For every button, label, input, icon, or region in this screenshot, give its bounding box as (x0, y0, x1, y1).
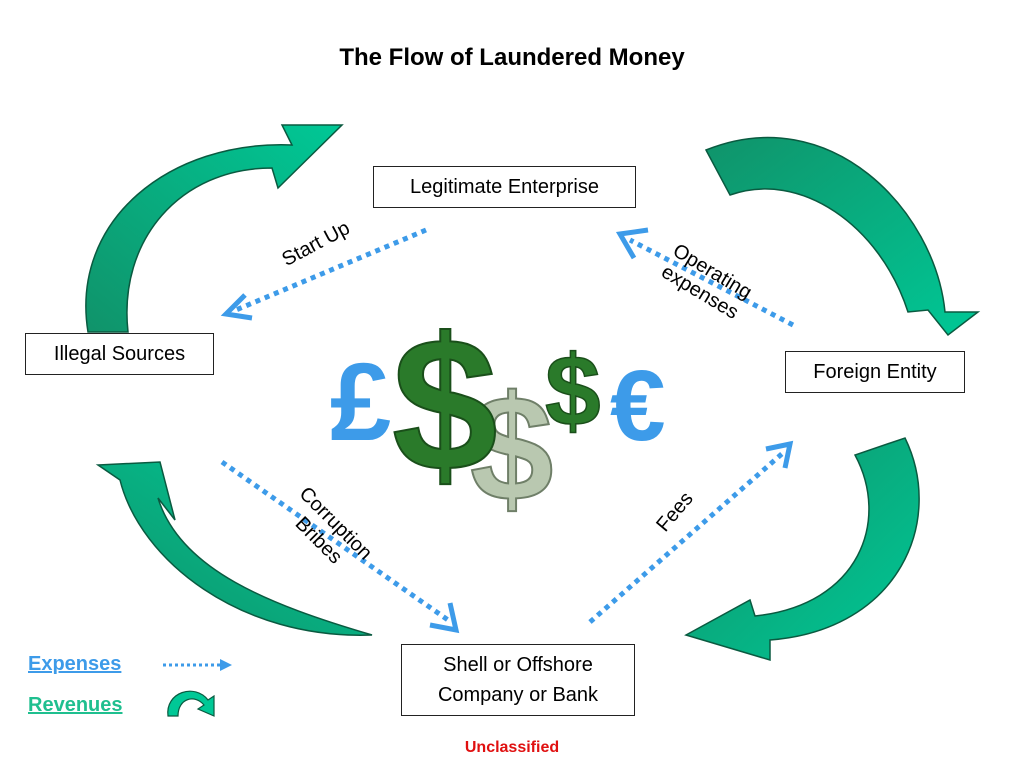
node-illegal-sources: Illegal Sources (25, 333, 214, 375)
node-label: Illegal Sources (53, 342, 186, 365)
dollar-shaded-icon: $ (470, 364, 553, 532)
node-shell-company: Shell or Offshore Company or Bank (401, 644, 635, 716)
node-label: Legitimate Enterprise (410, 175, 599, 198)
node-legitimate-enterprise: Legitimate Enterprise (373, 166, 636, 208)
revenue-arrow-top-left (85, 124, 344, 333)
pound-icon: £ (330, 341, 391, 464)
legend-revenue-icon (167, 690, 215, 717)
euro-icon: € (610, 350, 666, 462)
expense-arrow-corruption (220, 459, 460, 634)
revenue-arrow-top-right (704, 136, 981, 337)
revenue-arrow-bottom-right (684, 437, 920, 662)
node-foreign-entity: Foreign Entity (785, 351, 965, 393)
dollar-small-icon: $ (545, 335, 601, 447)
expense-arrow-operating (615, 227, 795, 328)
currency-cluster: £ $ $ $ € (330, 298, 666, 533)
revenue-arrow-bottom-left (95, 461, 373, 636)
expense-arrow-fees (588, 440, 794, 624)
legend-expenses: Expenses (28, 653, 122, 675)
node-label: Shell or Offshore Company or Bank (437, 654, 599, 706)
dollar-large-icon: $ (392, 299, 498, 511)
legend-expense-icon (163, 659, 232, 671)
node-label: Foreign Entity (813, 360, 937, 383)
classification-footer: Unclassified (464, 739, 560, 756)
legend-revenues: Revenues (28, 694, 123, 716)
expense-arrow-start-up (220, 227, 427, 321)
page-title: The Flow of Laundered Money (339, 44, 685, 71)
